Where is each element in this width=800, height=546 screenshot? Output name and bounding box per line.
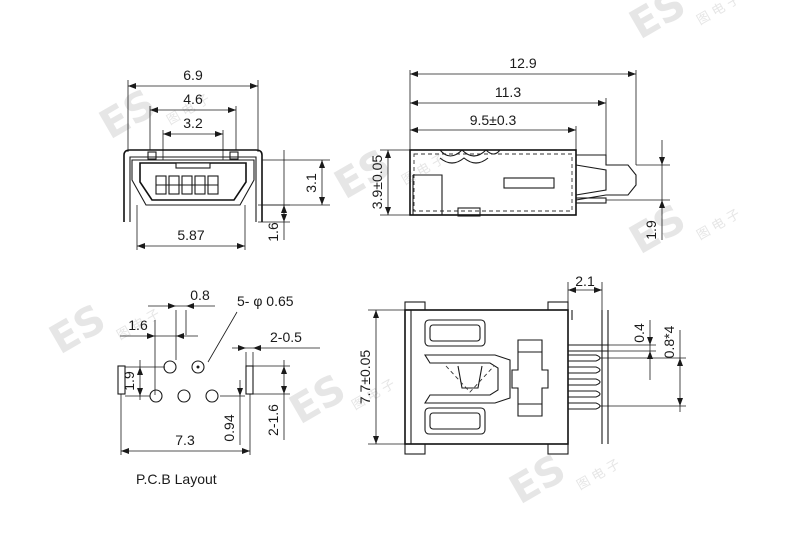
watermark-text-6: 图 电 子: [695, 207, 743, 244]
dim-pcb-total: 7.3: [175, 432, 195, 448]
dim-front-width-mid: 4.6: [183, 91, 203, 107]
watermark-logo-4: ES: [42, 296, 114, 364]
dim-top-width: 7.7±0.05: [357, 350, 373, 405]
top-view: 2.1 0.4: [357, 273, 686, 455]
pcb-layout-caption: P.C.B Layout: [136, 471, 217, 487]
dim-top-pin-width: 0.4: [631, 323, 647, 343]
watermark-group: ES 图 电 子 ES 图 电 子 ES 图 电 子 ES 图 电 子 ES 图…: [42, 0, 743, 514]
dim-front-width-bottom: 5.87: [177, 227, 204, 243]
dim-top-pin-pitch: 0.8*4: [661, 325, 677, 358]
watermark-text-7: 图 电 子: [575, 457, 623, 494]
dim-pcb-offset: 1.6: [128, 317, 148, 333]
dim-pcb-slot-len: 2-1.6: [265, 404, 281, 436]
watermark-logo-5: ES: [282, 366, 354, 434]
dim-front-width-total: 6.9: [183, 67, 203, 83]
dim-side-length-inner: 9.5±0.3: [470, 112, 517, 128]
pcb-layout-view: 0.8 5- φ 0.65 1.6 2-0.5 1.9 0.94: [117, 287, 320, 487]
dim-front-height-right: 3.1: [303, 173, 319, 193]
dim-pcb-holes: 5- φ 0.65: [237, 293, 294, 309]
watermark-logo-7: ES: [502, 446, 574, 514]
dim-pcb-spacing: 0.94: [221, 414, 237, 441]
watermark-logo-3: ES: [622, 0, 694, 49]
side-view: 12.9 11.3 9.5±0.3 1.9 3.9±0.05: [369, 55, 670, 240]
dim-pcb-pitch: 0.8: [190, 287, 210, 303]
dim-side-leg: 1.9: [643, 220, 659, 240]
dim-side-length-mid: 11.3: [495, 84, 521, 100]
dim-top-pin-offset: 2.1: [575, 273, 595, 289]
dim-side-length-total: 12.9: [509, 55, 536, 71]
watermark-text-3: 图 电 子: [695, 0, 743, 28]
watermark-text-2: 图 电 子: [400, 152, 448, 189]
dim-pcb-slot: 2-0.5: [270, 329, 302, 345]
dim-front-height-leg: 1.6: [265, 222, 281, 242]
front-view: 6.9 4.6 3.2 3.1: [123, 67, 330, 250]
dim-pcb-vertical: 1.9: [121, 371, 137, 391]
dim-side-height: 3.9±0.05: [369, 155, 385, 210]
dim-front-width-inner: 3.2: [183, 115, 203, 131]
